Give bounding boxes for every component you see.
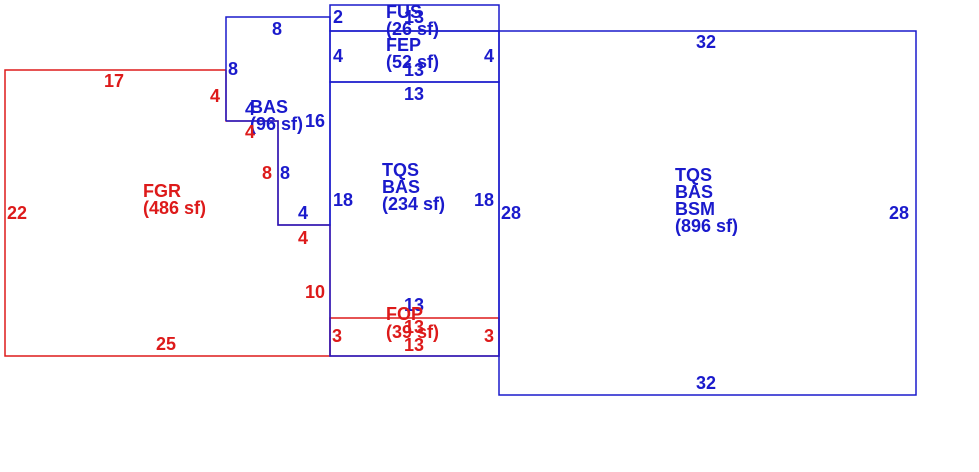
dim-fgr-left: 22 [7, 203, 27, 223]
dim-fgr-bottom: 25 [156, 334, 176, 354]
dim-bas-inner: 8 [280, 163, 290, 183]
bas-outline [225, 16, 331, 226]
dim-tqs-left: 18 [333, 190, 353, 210]
dim-bsm-right: 28 [889, 203, 909, 223]
bsm-area: (896 sf) [675, 216, 738, 236]
tqs-code-2: BAS [382, 177, 420, 197]
dim-bas-lower-step: 4 [298, 203, 308, 223]
dim-fop-right: 3 [484, 326, 494, 346]
dim-fgr-step-lower: 4 [245, 122, 255, 142]
dim-tqs-bottom: 13 [404, 295, 424, 315]
tqs-code-1: TQS [382, 160, 419, 180]
fep-area: (52 sf) [386, 52, 439, 72]
dim-fus-top: 13 [404, 7, 424, 27]
fep-code: FEP [386, 35, 421, 55]
dim-fgr-inner: 8 [262, 163, 272, 183]
dim-fep-right: 4 [484, 46, 494, 66]
tqs-area: (234 sf) [382, 194, 445, 214]
dim-fgr-step-upper: 4 [210, 86, 220, 106]
dim-bas-left-upper: 8 [228, 59, 238, 79]
bas-code: BAS [250, 97, 288, 117]
dim-tqs-right: 18 [474, 190, 494, 210]
dim-fop-left: 3 [332, 326, 342, 346]
fus-code: FUS [386, 2, 422, 22]
bsm-code-3: BSM [675, 199, 715, 219]
bsm-code-2: BAS [675, 182, 713, 202]
dim-fep-left: 4 [333, 46, 343, 66]
dim-bsm-left: 28 [501, 203, 521, 223]
dim-bas-top: 8 [272, 19, 282, 39]
fop-code: FOP [386, 304, 423, 324]
fgr-area: (486 sf) [143, 198, 206, 218]
dim-fep-bottom: 13 [404, 60, 424, 80]
dim-fop-top: 13 [404, 317, 424, 337]
dim-bsm-bottom: 32 [696, 373, 716, 393]
dim-bas-step: 4 [245, 99, 255, 119]
dim-fgr-right-step: 4 [298, 228, 308, 248]
dim-tqs-top: 13 [404, 84, 424, 104]
dim-bsm-top: 32 [696, 32, 716, 52]
fus-area: (26 sf) [386, 19, 439, 39]
dim-fop-bottom: 13 [404, 335, 424, 355]
bas-area: (96 sf) [250, 114, 303, 134]
dim-fgr-right: 10 [305, 282, 325, 302]
bsm-code-1: TQS [675, 165, 712, 185]
fop-area: (39 sf) [386, 322, 439, 342]
dim-fus-left: 2 [333, 7, 343, 27]
fgr-code: FGR [143, 181, 181, 201]
dim-fgr-top: 17 [104, 71, 124, 91]
dim-bas-right: 16 [305, 111, 325, 131]
